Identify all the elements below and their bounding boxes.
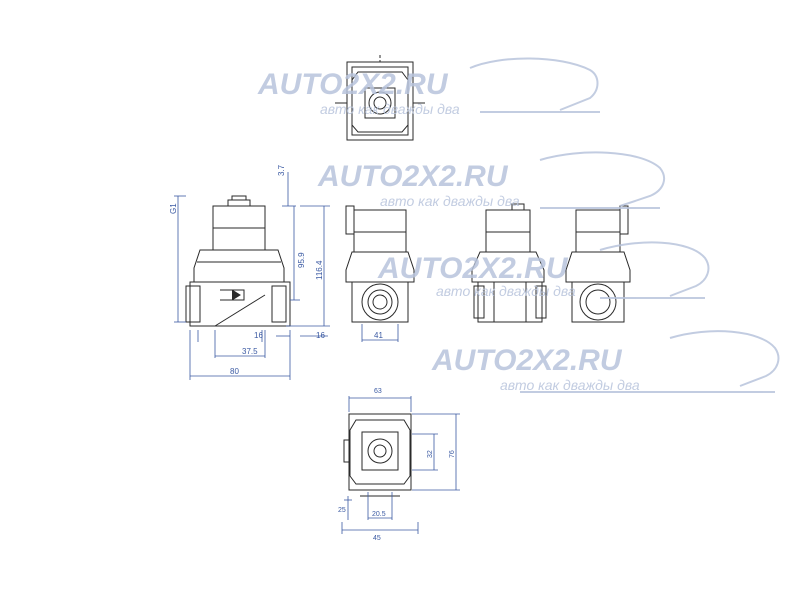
watermark-2-title: AUTO2X2.RU <box>317 160 509 193</box>
bottom-view-dimensions <box>341 396 460 534</box>
dim-thread-label: G1 <box>169 203 178 214</box>
dim-port-a-label: 16 <box>254 331 263 340</box>
dim-bottom-inner-height-label: 32 <box>427 450 434 458</box>
watermark-3-title: AUTO2X2.RU <box>377 252 569 285</box>
side-view-left <box>185 195 291 327</box>
side-view-right <box>471 203 547 323</box>
watermark-4-title: AUTO2X2.RU <box>431 344 623 377</box>
dim-front-width-label: 41 <box>374 331 383 340</box>
dim-top-gap-label: 3.7 <box>277 164 286 176</box>
dim-height-total-label: 116.4 <box>315 260 324 280</box>
dim-bottom-width-label: 45 <box>373 535 381 542</box>
watermark-3-subtitle: авто как дважды два <box>436 283 576 299</box>
dim-bottom-left-offset-label: 25 <box>338 507 346 514</box>
dim-bottom-outer-height-label: 76 <box>449 450 456 458</box>
dim-bottom-top-width-label: 63 <box>374 388 382 395</box>
side-view-left-dimensions <box>174 172 330 380</box>
dim-port-b-label: 16 <box>316 331 325 340</box>
watermark-2-subtitle: авто как дважды два <box>380 193 520 209</box>
watermark-1-title: AUTO2X2.RU <box>257 68 449 101</box>
watermark-4: AUTO2X2.RU авто как дважды два <box>431 330 780 393</box>
rear-view <box>565 205 631 323</box>
watermark-2: AUTO2X2.RU авто как дважды два <box>317 151 666 209</box>
front-view <box>345 205 415 323</box>
dim-total-width-label: 80 <box>230 367 239 376</box>
front-view-dimensions <box>361 324 399 342</box>
dim-height-inner-label: 95.9 <box>297 252 306 268</box>
dim-center-width-label: 37.5 <box>242 347 258 356</box>
watermark-4-subtitle: авто как дважды два <box>500 377 640 393</box>
watermark-1: AUTO2X2.RU авто как дважды два <box>257 57 600 117</box>
watermark-1-subtitle: авто как дважды два <box>320 101 460 117</box>
watermark-3: AUTO2X2.RU авто как дважды два <box>377 241 710 299</box>
bottom-view <box>343 413 412 497</box>
top-view <box>335 55 425 141</box>
dim-bottom-inner-label: 20.5 <box>372 511 386 518</box>
